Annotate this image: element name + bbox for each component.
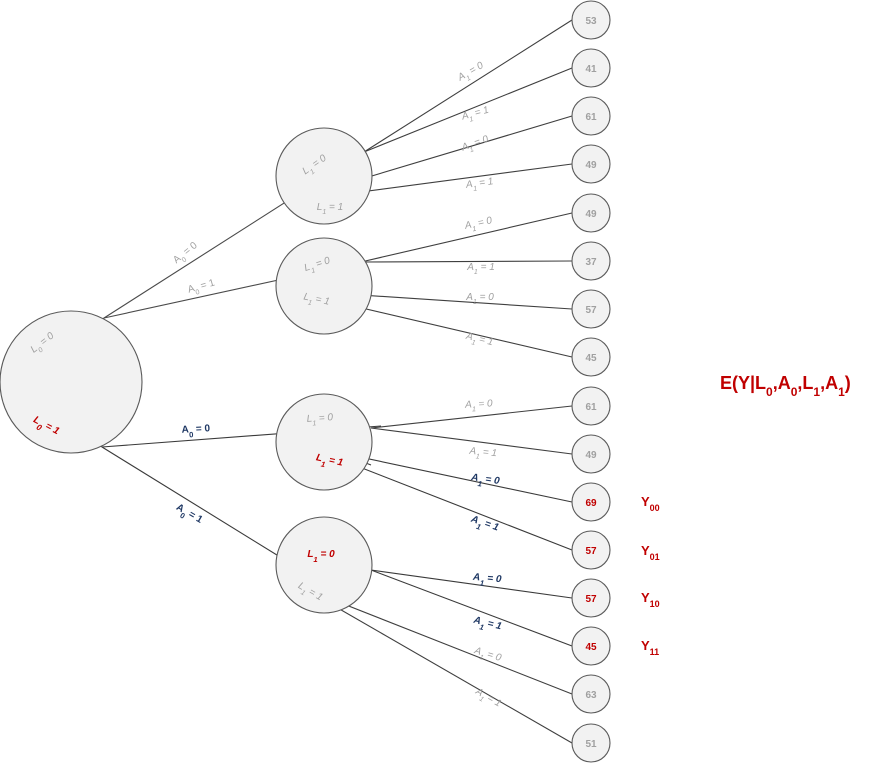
leaf-node-7 xyxy=(571,337,611,377)
a0-label-0: A0 = 0 xyxy=(171,240,201,268)
potential-outcome-label-3: Y11 xyxy=(641,638,659,657)
potential-outcome-label-2: Y10 xyxy=(641,590,660,609)
leaf-node-5 xyxy=(571,241,611,281)
leaf-value-15: 51 xyxy=(585,739,597,750)
edge-to-leaf-15 xyxy=(302,587,573,744)
a1-label-12: A1 = 0 xyxy=(471,572,502,589)
edge-l0-1-a0-1 xyxy=(101,446,286,561)
leaf-node-8 xyxy=(571,386,611,426)
a1-label-2: A1 = 0 xyxy=(459,134,491,157)
leaf-node-6 xyxy=(571,289,611,329)
a1-label-13: A1 = 1 xyxy=(471,615,504,636)
leaf-node-14 xyxy=(571,674,611,714)
formula-sub-a0: 0 xyxy=(791,385,798,399)
leaf-node-4 xyxy=(571,193,611,233)
leaf-value-11: 57 xyxy=(585,546,597,557)
a1-label-6: A1 = 0 xyxy=(465,292,494,306)
formula-comma-a0: ,A xyxy=(773,373,791,393)
formula-sub-a1: 1 xyxy=(838,385,845,399)
leaf-value-3: 49 xyxy=(585,160,597,171)
a1-label-14: A1 = 0 xyxy=(471,645,503,666)
formula-suffix: ) xyxy=(845,373,851,393)
leaf-value-5: 37 xyxy=(585,257,597,268)
a1-label-15: A1 = 1 xyxy=(471,686,502,712)
leaf-value-8: 61 xyxy=(585,402,597,413)
l1-label-upper-2: L1 = 0 xyxy=(306,412,334,427)
leaf-node-10 xyxy=(571,482,611,522)
l1-label-lower-2: L1 = 1 xyxy=(314,452,344,472)
leaf-value-12: 57 xyxy=(585,594,597,605)
leaf-node-13 xyxy=(571,626,611,666)
leaf-value-2: 61 xyxy=(585,112,597,123)
leaf-value-13: 45 xyxy=(585,642,597,653)
leaf-value-4: 49 xyxy=(585,209,597,220)
a1-label-11: A1 = 1 xyxy=(467,513,500,536)
formula-comma-a1: ,A xyxy=(820,373,838,393)
l1-label-upper-3: L1 = 0 xyxy=(307,549,335,564)
l1-label-lower-1: L1 = 1 xyxy=(302,291,331,310)
l1-label-lower-0: L1 = 1 xyxy=(317,202,343,216)
formula-sub-l1: 1 xyxy=(813,385,820,399)
a1-label-9: A1 = 1 xyxy=(468,446,498,462)
leaf-value-7: 45 xyxy=(585,353,597,364)
leaf-node-2 xyxy=(571,96,611,136)
root-node-l0 xyxy=(0,310,143,454)
edge-to-leaf-12 xyxy=(370,569,573,599)
a1-label-1: A1 = 1 xyxy=(460,105,491,125)
nodes-layer xyxy=(0,0,611,763)
l1-node-1 xyxy=(275,237,373,335)
a1-label-8: A1 = 0 xyxy=(464,398,494,413)
a1-label-3: A1 = 1 xyxy=(464,176,494,193)
edge-to-leaf-8 xyxy=(370,405,573,429)
edge-to-leaf-5 xyxy=(360,260,573,263)
formula-sub-l0: 0 xyxy=(766,385,773,399)
edge-to-leaf-1 xyxy=(363,67,573,153)
leaf-node-3 xyxy=(571,144,611,184)
a0-label-2: A0 = 0 xyxy=(181,423,211,439)
l1-label-upper-1: L1 = 0 xyxy=(303,255,333,276)
leaf-value-10: 69 xyxy=(585,498,597,509)
edge-to-leaf-4 xyxy=(360,212,573,263)
leaf-node-12 xyxy=(571,578,611,618)
leaf-value-6: 57 xyxy=(585,305,597,316)
leaf-node-15 xyxy=(571,723,611,763)
a1-label-10: A1 = 0 xyxy=(469,472,501,491)
l1-node-0 xyxy=(275,127,373,225)
potential-outcome-label-1: Y01 xyxy=(641,543,660,562)
edge-to-leaf-13 xyxy=(370,569,573,647)
leaf-node-0 xyxy=(571,0,611,40)
leaf-value-14: 63 xyxy=(585,690,597,701)
formula-comma-l1: ,L xyxy=(797,373,813,393)
a0-label-3: A0 = 1 xyxy=(172,502,204,529)
potential-outcome-label-0: Y00 xyxy=(641,494,660,513)
leaf-node-9 xyxy=(571,434,611,474)
edge-to-leaf-9 xyxy=(370,427,573,455)
l1-node-2 xyxy=(275,393,373,491)
a1-label-4: A1 = 0 xyxy=(463,215,494,234)
l1-node-3 xyxy=(275,516,373,614)
leaf-node-1 xyxy=(571,48,611,88)
leaf-value-0: 53 xyxy=(585,16,597,27)
a1-label-0: A1 = 0 xyxy=(455,60,487,86)
leaf-node-11 xyxy=(571,530,611,570)
edge-to-leaf-0 xyxy=(363,19,573,153)
leaf-value-9: 49 xyxy=(585,450,597,461)
a1-label-7: A1 = 1 xyxy=(463,331,494,351)
leaf-value-1: 41 xyxy=(585,64,597,75)
a0-label-1: A0 = 1 xyxy=(187,277,218,298)
formula-prefix: E(Y|L xyxy=(720,373,766,393)
expectation-formula: E(Y|L0,A0,L1,A1) xyxy=(720,373,851,399)
a1-label-5: A1 = 1 xyxy=(466,262,495,276)
